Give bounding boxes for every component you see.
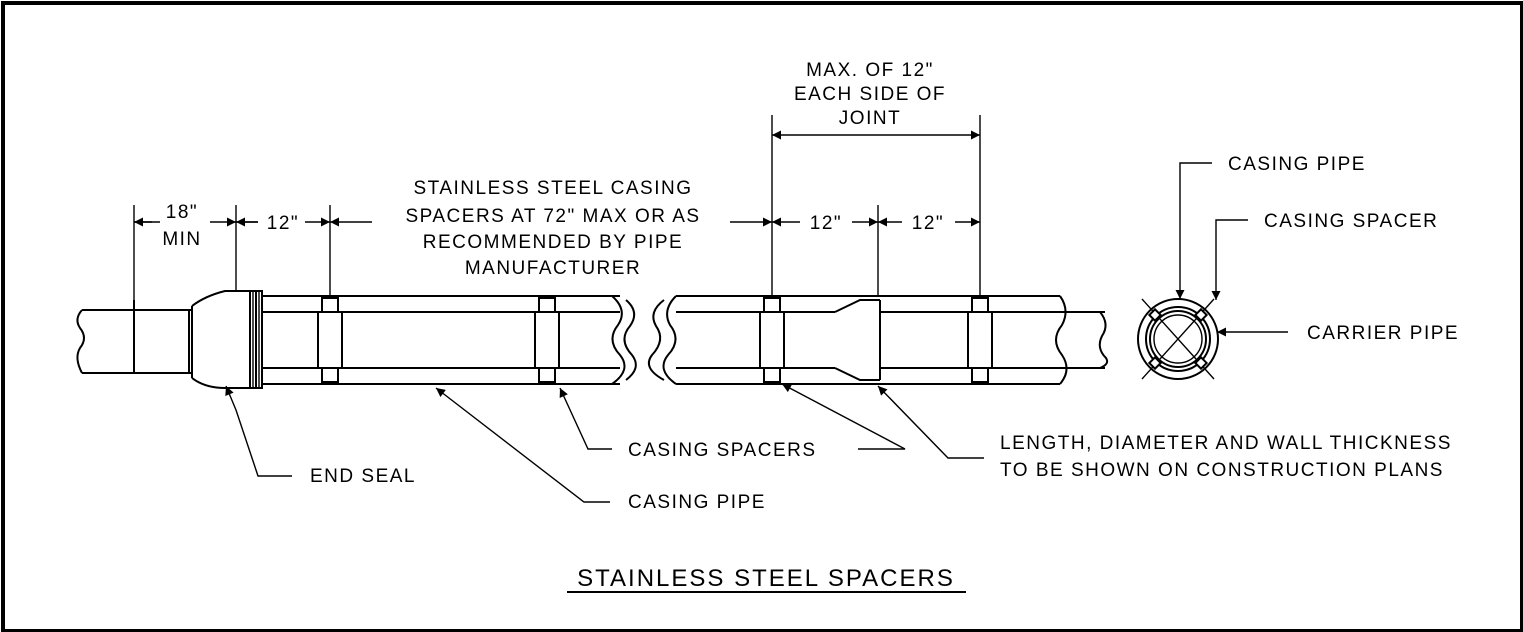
dim-12-joint-right: 12" — [912, 213, 944, 234]
length-note-line-1: LENGTH, DIAMETER AND WALL THICKNESS — [1000, 433, 1452, 454]
section-casing-spacer-label: CASING SPACER — [1264, 211, 1438, 232]
joint-note-line-2: EACH SIDE OF — [794, 84, 946, 105]
end-seal-label: END SEAL — [310, 466, 416, 487]
joint-note-line-1: MAX. OF 12" — [806, 60, 934, 81]
dim-18-min-line2: MIN — [162, 229, 201, 250]
dim-12-first-spacer: 12" — [267, 213, 299, 234]
section-carrier-pipe-label: CARRIER PIPE — [1307, 323, 1459, 344]
spacing-note-line-2: SPACERS AT 72" MAX OR AS — [405, 206, 700, 227]
right-pipe-assembly — [648, 295, 1109, 385]
left-dimensions: 18" MIN 12" — [133, 202, 372, 300]
casing-spacers-label: CASING SPACERS — [628, 440, 817, 461]
left-pipe-assembly — [76, 290, 637, 389]
joint-dimensions: 12" 12" MAX. OF 12" EACH SIDE OF JOINT — [771, 60, 981, 298]
dim-12-joint-left: 12" — [810, 213, 842, 234]
casing-pipe-bottom-label: CASING PIPE — [628, 492, 766, 513]
length-note-line-2: TO BE SHOWN ON CONSTRUCTION PLANS — [1000, 460, 1444, 481]
spacer-spacing-note: STAINLESS STEEL CASING SPACERS AT 72" MA… — [405, 178, 772, 279]
spacing-note-line-3: RECOMMENDED BY PIPE — [423, 232, 683, 253]
section-casing-pipe-label: CASING PIPE — [1228, 154, 1366, 175]
bottom-callouts: END SEAL CASING SPACERS CASING PIPE LENG… — [225, 383, 1452, 513]
drawing-title: STAINLESS STEEL SPACERS — [567, 565, 966, 593]
spacing-note-line-4: MANUFACTURER — [465, 258, 641, 279]
spacer-band — [317, 311, 343, 369]
title-text: STAINLESS STEEL SPACERS — [577, 565, 955, 592]
pipe-cross-section: CASING PIPE CASING SPACER CARRIER PIPE — [1137, 154, 1459, 380]
spacing-note-line-1: STAINLESS STEEL CASING — [413, 178, 692, 199]
dim-18-min-line1: 18" — [166, 202, 198, 223]
joint-note-line-3: JOINT — [839, 108, 901, 129]
